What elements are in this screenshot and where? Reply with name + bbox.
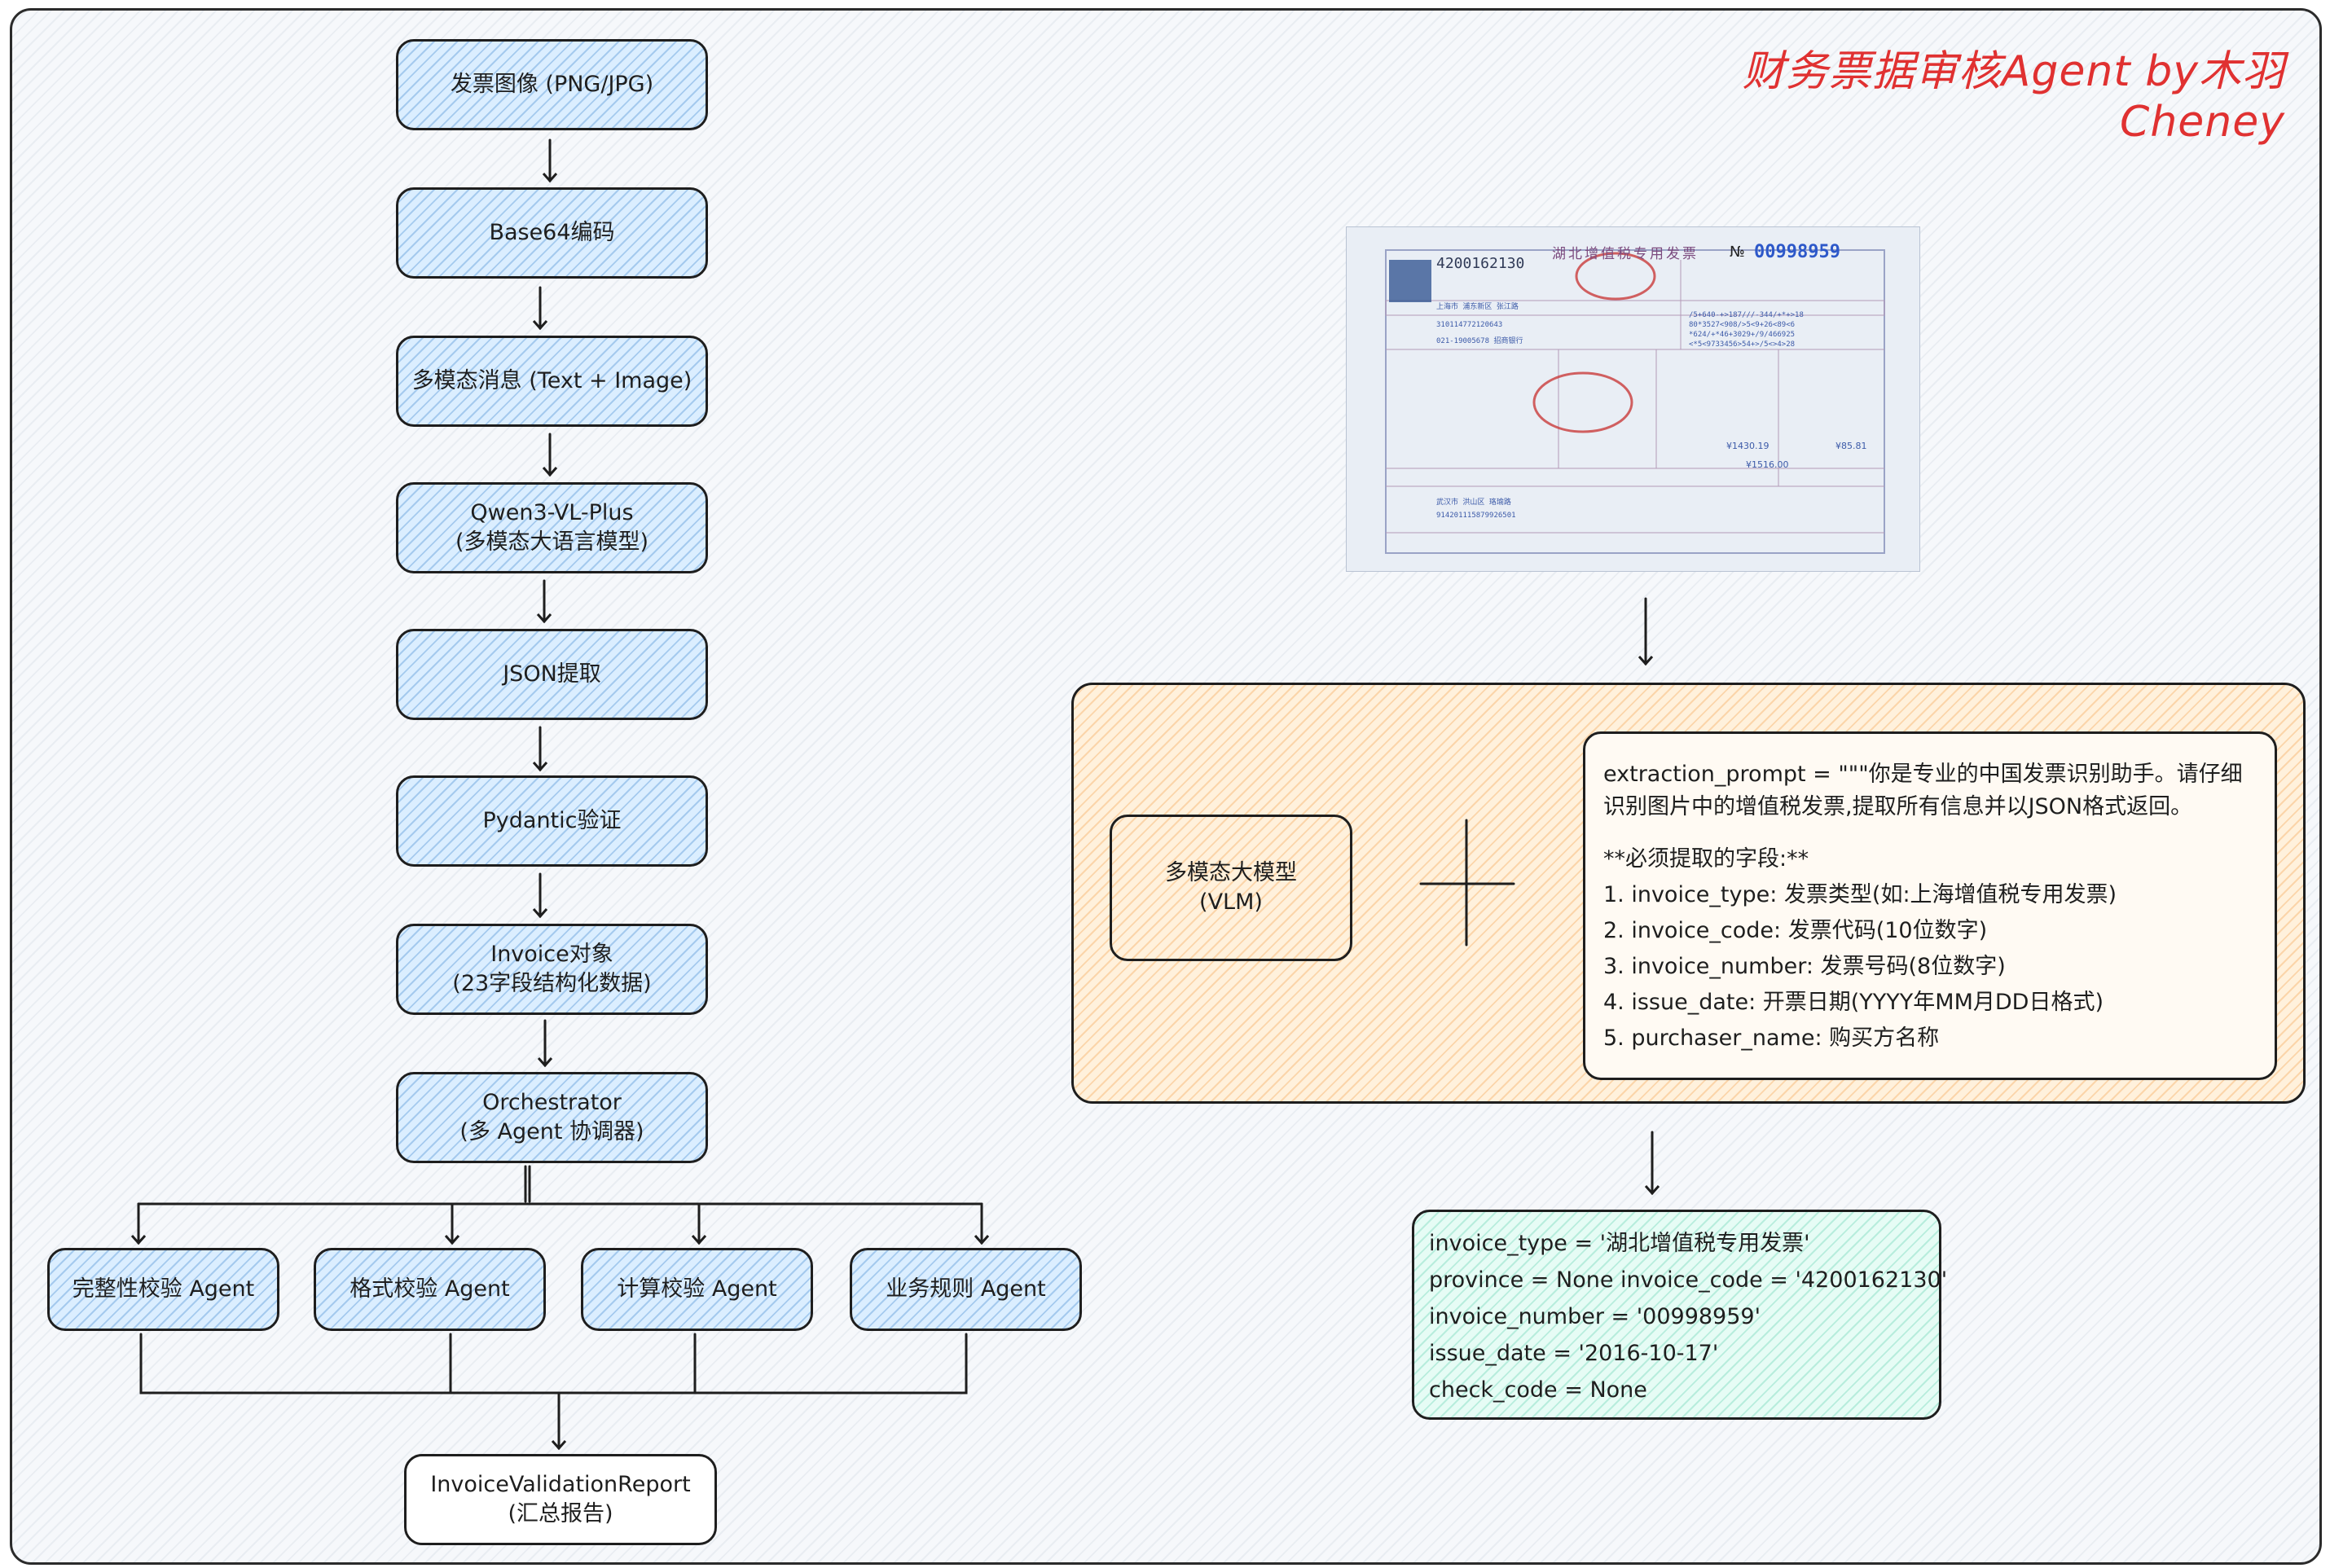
result-line: check_code = None xyxy=(1429,1377,1647,1403)
svg-text:914201115879926501: 914201115879926501 xyxy=(1436,512,1516,520)
result-line: invoice_type = '湖北增值税专用发票' xyxy=(1429,1231,1810,1256)
prompt-field: 4. issue_date: 开票日期(YYYY年MM月DD日格式) xyxy=(1603,990,2104,1015)
invoice-image: /5+640-+>187///-344/+*+>18 80*3527<908/>… xyxy=(1346,226,1920,572)
result-line: issue_date = '2016-10-17' xyxy=(1429,1341,1719,1366)
extraction-result-box: invoice_type = '湖北增值税专用发票' province = No… xyxy=(1412,1210,1948,1420)
prompt-field: 5. purchaser_name: 购买方名称 xyxy=(1603,1026,1940,1051)
svg-text:武汉市 洪山区 珞瑜路: 武汉市 洪山区 珞瑜路 xyxy=(1436,497,1511,507)
qwen-model-node[interactable]: Qwen3-VL-Plus (多模态大语言模型) xyxy=(396,482,708,573)
validation-report-node[interactable]: InvoiceValidationReport (汇总报告) xyxy=(404,1454,717,1545)
multimodal-message-node[interactable]: 多模态消息 (Text + Image) xyxy=(396,336,708,427)
red-stamp-icon xyxy=(1532,371,1633,433)
invoice-code: 4200162130 xyxy=(1436,255,1525,272)
prompt-field: 1. invoice_type: 发票类型(如:上海增值税专用发票) xyxy=(1603,882,2117,907)
qr-code-icon xyxy=(1389,260,1431,302)
result-line: province = None invoice_code = '42001621… xyxy=(1429,1267,1948,1293)
orchestrator-fanout xyxy=(137,1165,983,1206)
calc-agent-label: 计算校验 Agent xyxy=(617,1276,777,1302)
completeness-agent-label: 完整性校验 Agent xyxy=(72,1276,255,1302)
prompt-field: 2. invoice_code: 发票代码(10位数字) xyxy=(1603,918,1988,943)
invoice-header: 湖北增值税专用发票 xyxy=(1552,246,1699,262)
json-extract-label: JSON提取 xyxy=(503,661,601,687)
diagram-title: 财务票据审核Agent by木羽Cheney xyxy=(1742,47,2285,147)
qwen-model-title: Qwen3-VL-Plus xyxy=(470,500,634,525)
svg-text:上海市 浦东新区 张江路: 上海市 浦东新区 张江路 xyxy=(1436,301,1519,311)
extraction-prompt-box: extraction_prompt = """你是专业的中国发票识别助手。请仔细… xyxy=(1583,731,2277,1080)
invoice-image-label: 发票图像 (PNG/JPG) xyxy=(450,72,654,97)
invoice-amount-1: ¥1430.19 xyxy=(1726,441,1769,451)
qwen-model-subtitle: (多模态大语言模型) xyxy=(455,529,649,555)
svg-text:/5+640-+>187///-344/+*+>18: /5+640-+>187///-344/+*+>18 xyxy=(1689,311,1804,319)
prompt-intro: extraction_prompt = """你是专业的中国发票识别助手。请仔细… xyxy=(1603,762,2243,819)
base64-label: Base64编码 xyxy=(489,220,615,245)
base64-node[interactable]: Base64编码 xyxy=(396,187,708,279)
svg-text:*624/+*46+3029+/9/466925: *624/+*46+3029+/9/466925 xyxy=(1689,331,1795,339)
pydantic-node[interactable]: Pydantic验证 xyxy=(396,775,708,867)
format-agent-node[interactable]: 格式校验 Agent xyxy=(314,1248,546,1331)
calc-agent-node[interactable]: 计算校验 Agent xyxy=(581,1248,813,1331)
validation-report-subtitle: (汇总报告) xyxy=(508,1501,613,1526)
result-line: invoice_number = '00998959' xyxy=(1429,1304,1761,1329)
invoice-number: 00998959 xyxy=(1754,242,1840,262)
pydantic-label: Pydantic验证 xyxy=(482,808,622,833)
vlm-title: 多模态大模型 xyxy=(1165,860,1297,885)
svg-text:<*5<9733456>54+>/5<>4>28: <*5<9733456>54+>/5<>4>28 xyxy=(1689,340,1795,349)
orchestrator-subtitle: (多 Agent 协调器) xyxy=(459,1119,644,1144)
invoice-amount-2: ¥85.81 xyxy=(1835,441,1867,451)
agents-merge xyxy=(139,1333,968,1395)
prompt-required-heading: **必须提取的字段:** xyxy=(1603,846,1809,872)
completeness-agent-node[interactable]: 完整性校验 Agent xyxy=(47,1248,279,1331)
multimodal-message-label: 多模态消息 (Text + Image) xyxy=(411,368,692,393)
vlm-subtitle: (VLM) xyxy=(1199,889,1263,915)
invoice-total: ¥1516.00 xyxy=(1746,459,1789,470)
business-agent-label: 业务规则 Agent xyxy=(886,1276,1046,1302)
invoice-scan-graphic: /5+640-+>187///-344/+*+>18 80*3527<908/>… xyxy=(1347,227,1919,571)
orchestrator-title: Orchestrator xyxy=(482,1090,622,1115)
plus-icon xyxy=(1419,819,1515,947)
svg-text:021-19005678 招商银行: 021-19005678 招商银行 xyxy=(1436,336,1523,345)
orchestrator-node[interactable]: Orchestrator (多 Agent 协调器) xyxy=(396,1072,708,1163)
json-extract-node[interactable]: JSON提取 xyxy=(396,629,708,720)
invoice-object-title: Invoice对象 xyxy=(490,942,613,967)
invoice-image-node[interactable]: 发票图像 (PNG/JPG) xyxy=(396,39,708,130)
format-agent-label: 格式校验 Agent xyxy=(350,1276,510,1302)
business-agent-node[interactable]: 业务规则 Agent xyxy=(850,1248,1082,1331)
invoice-object-node[interactable]: Invoice对象 (23字段结构化数据) xyxy=(396,924,708,1015)
red-seal-icon xyxy=(1575,252,1656,301)
svg-text:80*3527<908/>5<9+26<89<6: 80*3527<908/>5<9+26<89<6 xyxy=(1689,321,1795,329)
prompt-field: 3. invoice_number: 发票号码(8位数字) xyxy=(1603,954,2006,979)
vlm-node[interactable]: 多模态大模型 (VLM) xyxy=(1110,815,1352,961)
invoice-object-subtitle: (23字段结构化数据) xyxy=(452,971,652,996)
invoice-number-prefix: № xyxy=(1730,244,1745,261)
svg-text:310114772120643: 310114772120643 xyxy=(1436,321,1502,329)
validation-report-title: InvoiceValidationReport xyxy=(430,1472,691,1497)
